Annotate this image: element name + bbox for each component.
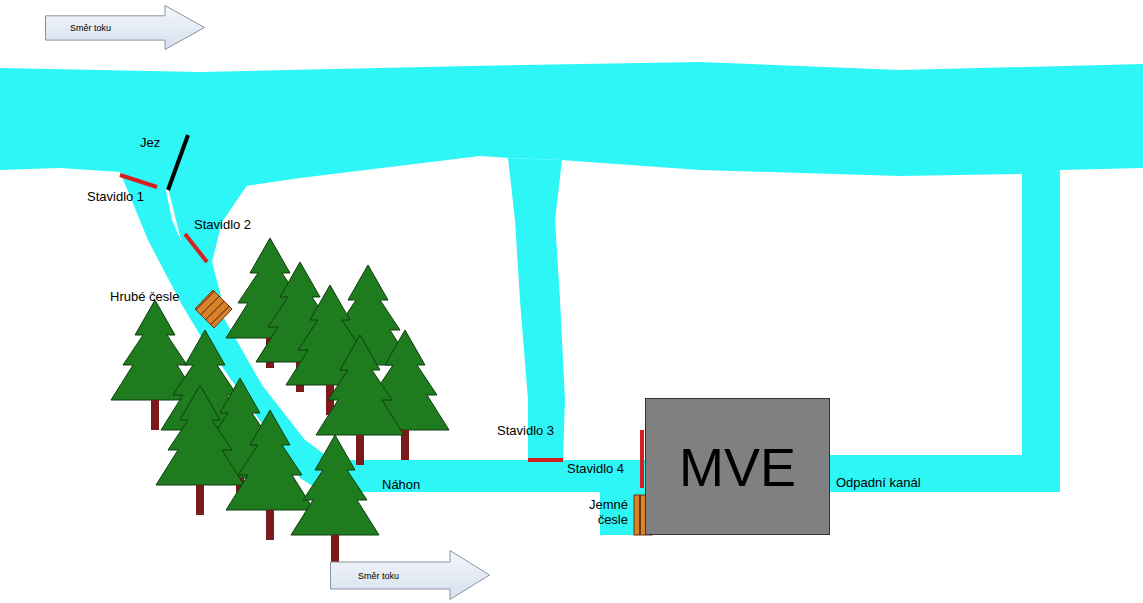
flow-arrow: Směr toku bbox=[45, 5, 205, 50]
arrow-shape bbox=[46, 6, 205, 50]
sluice-gate bbox=[185, 234, 207, 262]
part-label: Stavidlo 4 bbox=[567, 462, 624, 477]
arrow-label: Směr toku bbox=[358, 571, 399, 581]
arrow-outline bbox=[330, 550, 490, 600]
coarse-screen bbox=[195, 290, 232, 328]
water bbox=[0, 62, 1143, 535]
part-label: Jemné česle bbox=[580, 498, 628, 528]
part-label: Stavidlo 1 bbox=[87, 190, 144, 205]
part-label: Hrubé česle bbox=[110, 290, 179, 305]
part-label: Náhon bbox=[382, 478, 420, 493]
arrow-shape bbox=[331, 551, 490, 600]
sluice-gate bbox=[120, 175, 157, 187]
part-label: Odpadní kanál bbox=[836, 476, 921, 491]
part-label: Stavidlo 2 bbox=[194, 218, 251, 233]
arrow-outline bbox=[45, 5, 205, 50]
sluice-gate bbox=[640, 430, 644, 488]
sluice-gate bbox=[528, 458, 563, 462]
part-label: Jez bbox=[140, 136, 160, 151]
forest bbox=[111, 238, 449, 565]
flow-arrow: Směr toku bbox=[330, 550, 490, 600]
plant-label: MVE bbox=[679, 440, 796, 494]
power-plant-box: MVE bbox=[645, 398, 830, 535]
part-label: Stavidlo 3 bbox=[497, 424, 554, 439]
arrow-label: Směr toku bbox=[70, 23, 111, 33]
weir bbox=[168, 135, 188, 190]
